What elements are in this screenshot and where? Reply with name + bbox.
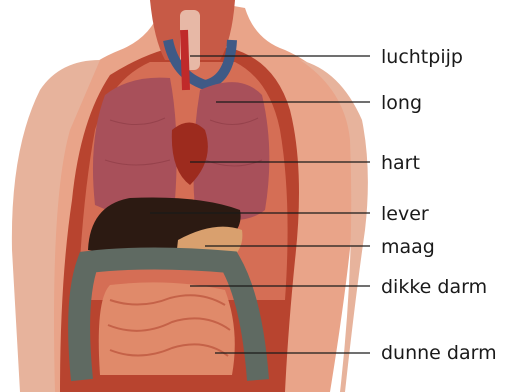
label-large-intestine: dikke darm	[381, 276, 487, 298]
label-small-intestine: dunne darm	[381, 342, 497, 364]
label-heart: hart	[381, 152, 420, 174]
label-liver: lever	[381, 203, 429, 225]
label-trachea: luchtpijp	[381, 46, 463, 68]
artery	[184, 30, 186, 90]
label-stomach: maag	[381, 236, 435, 258]
left-lung	[93, 78, 177, 217]
label-lung: long	[381, 92, 422, 114]
